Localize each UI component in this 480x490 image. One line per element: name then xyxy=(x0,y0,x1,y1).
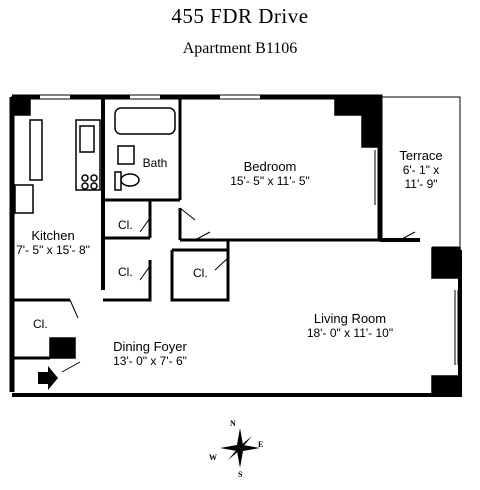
terrace-name: Terrace xyxy=(399,148,443,163)
dining-foyer-name: Dining Foyer xyxy=(113,339,187,354)
bath-name: Bath xyxy=(142,156,168,170)
room-living-room: Living Room 18'- 0" x 11'- 10" xyxy=(280,311,420,341)
kitchen-name: Kitchen xyxy=(31,228,75,243)
compass-n: N xyxy=(230,419,236,428)
bedroom-dims: 15'- 5" x 11'- 5" xyxy=(230,174,310,188)
living-room-name: Living Room xyxy=(313,311,387,326)
closet-label-2: Cl. xyxy=(118,265,133,279)
plan-subtitle: Apartment B1106 xyxy=(182,40,298,57)
compass-rose-icon xyxy=(220,428,260,468)
compass-w: W xyxy=(209,453,217,462)
plan-title: 455 FDR Drive xyxy=(171,4,309,28)
living-room-dims: 18'- 0" x 11'- 10" xyxy=(306,326,394,340)
room-bedroom: Bedroom 15'- 5" x 11'- 5" xyxy=(205,159,335,189)
room-bath: Bath xyxy=(140,156,170,170)
room-kitchen: Kitchen 7'- 5" x 15'- 8" xyxy=(6,228,100,258)
closet-label-3: Cl. xyxy=(193,266,208,280)
kitchen-dims: 7'- 5" x 15'- 8" xyxy=(16,243,90,257)
terrace-dims-2: 11'- 9" xyxy=(404,177,438,191)
dining-foyer-dims: 13'- 0" x 7'- 6" xyxy=(113,354,187,368)
compass-e: E xyxy=(258,440,264,449)
room-dining-foyer: Dining Foyer 13'- 0" x 7'- 6" xyxy=(100,339,200,369)
closet-label-1: Cl. xyxy=(118,218,133,232)
bedroom-name: Bedroom xyxy=(243,159,297,174)
compass-s: S xyxy=(238,470,243,479)
terrace-dims-1: 6'- 1" x xyxy=(402,163,440,177)
room-terrace: Terrace 6'- 1" x 11'- 9" xyxy=(388,148,454,192)
entry-arrow-icon xyxy=(38,366,58,390)
closet-label-4: Cl. xyxy=(33,317,48,331)
